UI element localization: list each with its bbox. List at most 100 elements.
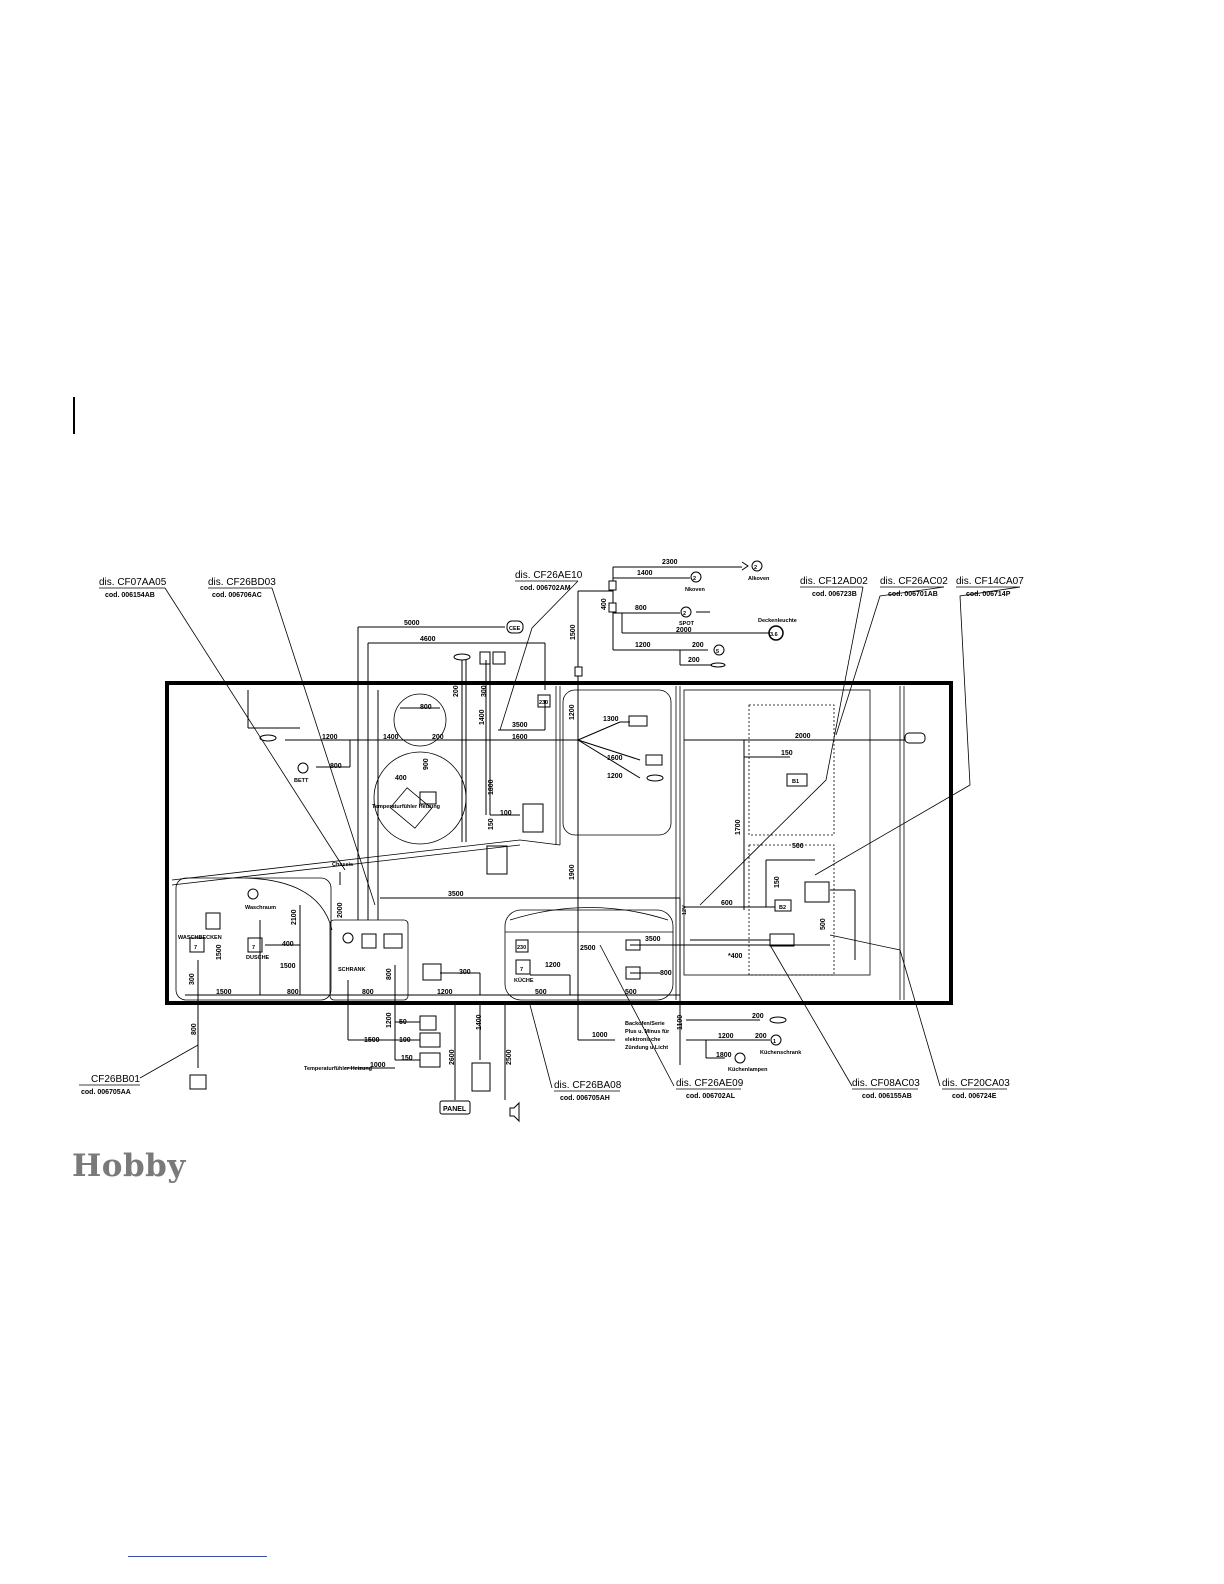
callout-cod: cod. 006701AB — [888, 591, 938, 598]
svg-text:2: 2 — [683, 611, 686, 617]
length-label: 1400 — [637, 570, 653, 577]
length-label: 1800 — [716, 1052, 732, 1059]
length-label: 1400 — [479, 709, 486, 725]
callout-cf26ba08: dis. CF26BA08 cod. 006705AH — [554, 1080, 622, 1102]
length-label: 500 — [625, 989, 637, 996]
length-label: 1200 — [545, 962, 561, 969]
length-label: 500 — [792, 843, 804, 850]
length-label: 150 — [488, 818, 495, 830]
svg-text:230: 230 — [539, 700, 548, 706]
kitchen-icons: 230 7 KÜCHE — [514, 939, 641, 984]
svg-text:Backofen/Serie: Backofen/Serie — [625, 1021, 665, 1027]
length-label: 1700 — [735, 819, 742, 835]
label-chassis: Chassis — [332, 862, 353, 868]
length-label: 2500 — [580, 945, 596, 952]
length-label: 2000 — [337, 902, 344, 918]
bed-lamp-icon — [259, 734, 277, 742]
label-nkoven: Nkoven — [685, 587, 706, 593]
length-label: 4600 — [420, 636, 436, 643]
callout-cod: cod. 006723B — [812, 591, 857, 598]
callout-cf26ac02: dis. CF26AC02 cod. 006701AB — [880, 576, 948, 598]
length-label: 200 — [432, 734, 444, 741]
svg-text:Zündung u.Licht: Zündung u.Licht — [625, 1045, 668, 1051]
callout-cod: cod. 006705AH — [560, 1095, 610, 1102]
bett-bulb-icon: BETT — [294, 762, 309, 784]
callout-cf26ae10: dis. CF26AE10 cod. 006702AM — [515, 570, 583, 592]
cee-socket-icon: CEE — [506, 620, 524, 634]
length-label: 200 — [692, 642, 704, 649]
label-dusche: DUSCHE — [246, 955, 270, 961]
length-label: 800 — [362, 989, 374, 996]
length-label: 800 — [191, 1023, 198, 1035]
switch-7-icon — [486, 803, 544, 875]
callout-cod: cod. 006714P — [966, 591, 1011, 598]
fuse-b1-icon: B1 — [786, 773, 808, 787]
svg-text:7: 7 — [194, 945, 197, 951]
length-label: 150 — [781, 750, 793, 757]
callout-cf08ac03: dis. CF08AC03 cod. 006155AB — [852, 1078, 920, 1100]
deckenleuchte: 3.6 Deckenleuchte — [758, 618, 797, 641]
length-label: 2300 — [662, 559, 678, 566]
callout-cod: cod. 006706AC — [212, 592, 262, 599]
margin-mark — [73, 397, 75, 434]
bulb-nkoven: 2 Nkoven — [685, 571, 706, 593]
length-label: 300 — [459, 969, 471, 976]
svg-text:B2: B2 — [779, 905, 786, 911]
ceiling-lamp-icon — [453, 653, 471, 661]
length-label: *400 — [728, 953, 743, 960]
length-label: 500 — [820, 918, 827, 930]
length-label: 400 — [395, 775, 407, 782]
length-label: 200 — [755, 1033, 767, 1040]
length-label: 800 — [660, 970, 672, 977]
length-label: 2000 — [795, 733, 811, 740]
callout-cf14ca07: dis. CF14CA07 cod. 006714P — [956, 576, 1024, 598]
callout-cod: cod. 006154AB — [105, 592, 155, 599]
callout-dis: dis. CF26BA08 — [554, 1080, 622, 1091]
callout-leaders-bottom — [139, 934, 941, 1089]
callout-cf26bb01: CF26BB01 cod. 006705AA — [79, 1074, 140, 1096]
length-label: 900 — [423, 758, 430, 770]
callout-dis: dis. CF08AC03 — [852, 1078, 920, 1089]
kuchenschrank-bulb: 1 Küchenschrank — [760, 1016, 802, 1056]
length-label: 1400 — [476, 1014, 483, 1030]
length-label: 1500 — [216, 989, 232, 996]
length-label: 200 — [752, 1013, 764, 1020]
socket-230-icon: 230 — [537, 694, 551, 708]
length-label: 1200 — [386, 1012, 393, 1028]
length-label: 100 — [399, 1037, 411, 1044]
callout-cod: cod. 006702AM — [520, 585, 571, 592]
length-label: 1000 — [370, 1062, 386, 1069]
backofen-note: Backofen/Serie Plus u. Minus für elektro… — [625, 1021, 670, 1051]
length-label: 2600 — [449, 1049, 456, 1065]
callout-dis: dis. CF26BD03 — [208, 577, 276, 588]
svg-text:2: 2 — [693, 576, 696, 582]
v12-label: 12V — [682, 905, 688, 915]
svg-text:B1: B1 — [792, 779, 799, 785]
svg-text:5: 5 — [716, 649, 719, 655]
length-label: 1000 — [592, 1032, 608, 1039]
top-lamp-wiring — [574, 566, 770, 1000]
callout-dis: dis. CF12AD02 — [800, 576, 868, 587]
length-label: 1300 — [603, 716, 619, 723]
label-bett: BETT — [294, 778, 309, 784]
length-label: 1200 — [322, 734, 338, 741]
label-kuche: KÜCHE — [514, 977, 534, 984]
length-label: 1500 — [280, 963, 296, 970]
length-label: 800 — [330, 763, 342, 770]
callout-cf20ca03: dis. CF20CA03 cod. 006724E — [942, 1078, 1010, 1100]
callout-cod: cod. 006724E — [952, 1093, 997, 1100]
label-alkoven: Alkoven — [748, 576, 770, 582]
waschraum-bulb-icon: Waschraum — [245, 888, 276, 911]
length-label: 1200 — [437, 989, 453, 996]
length-label: 100 — [500, 810, 512, 817]
callout-dis: dis. CF26AC02 — [880, 576, 948, 587]
switch-7-icon-bath: 7 7 WASCHBECKEN DUSCHE — [178, 912, 270, 961]
length-label: 1500 — [216, 944, 223, 960]
length-label: 1200 — [569, 704, 576, 720]
length-label: 200 — [453, 685, 460, 697]
length-label: 500 — [535, 989, 547, 996]
length-label: 150 — [774, 876, 781, 888]
bottom-switch-icons: Temperaturfühler Heizung — [189, 1015, 491, 1092]
length-label: 400 — [282, 941, 294, 948]
length-label: 1200 — [718, 1033, 734, 1040]
